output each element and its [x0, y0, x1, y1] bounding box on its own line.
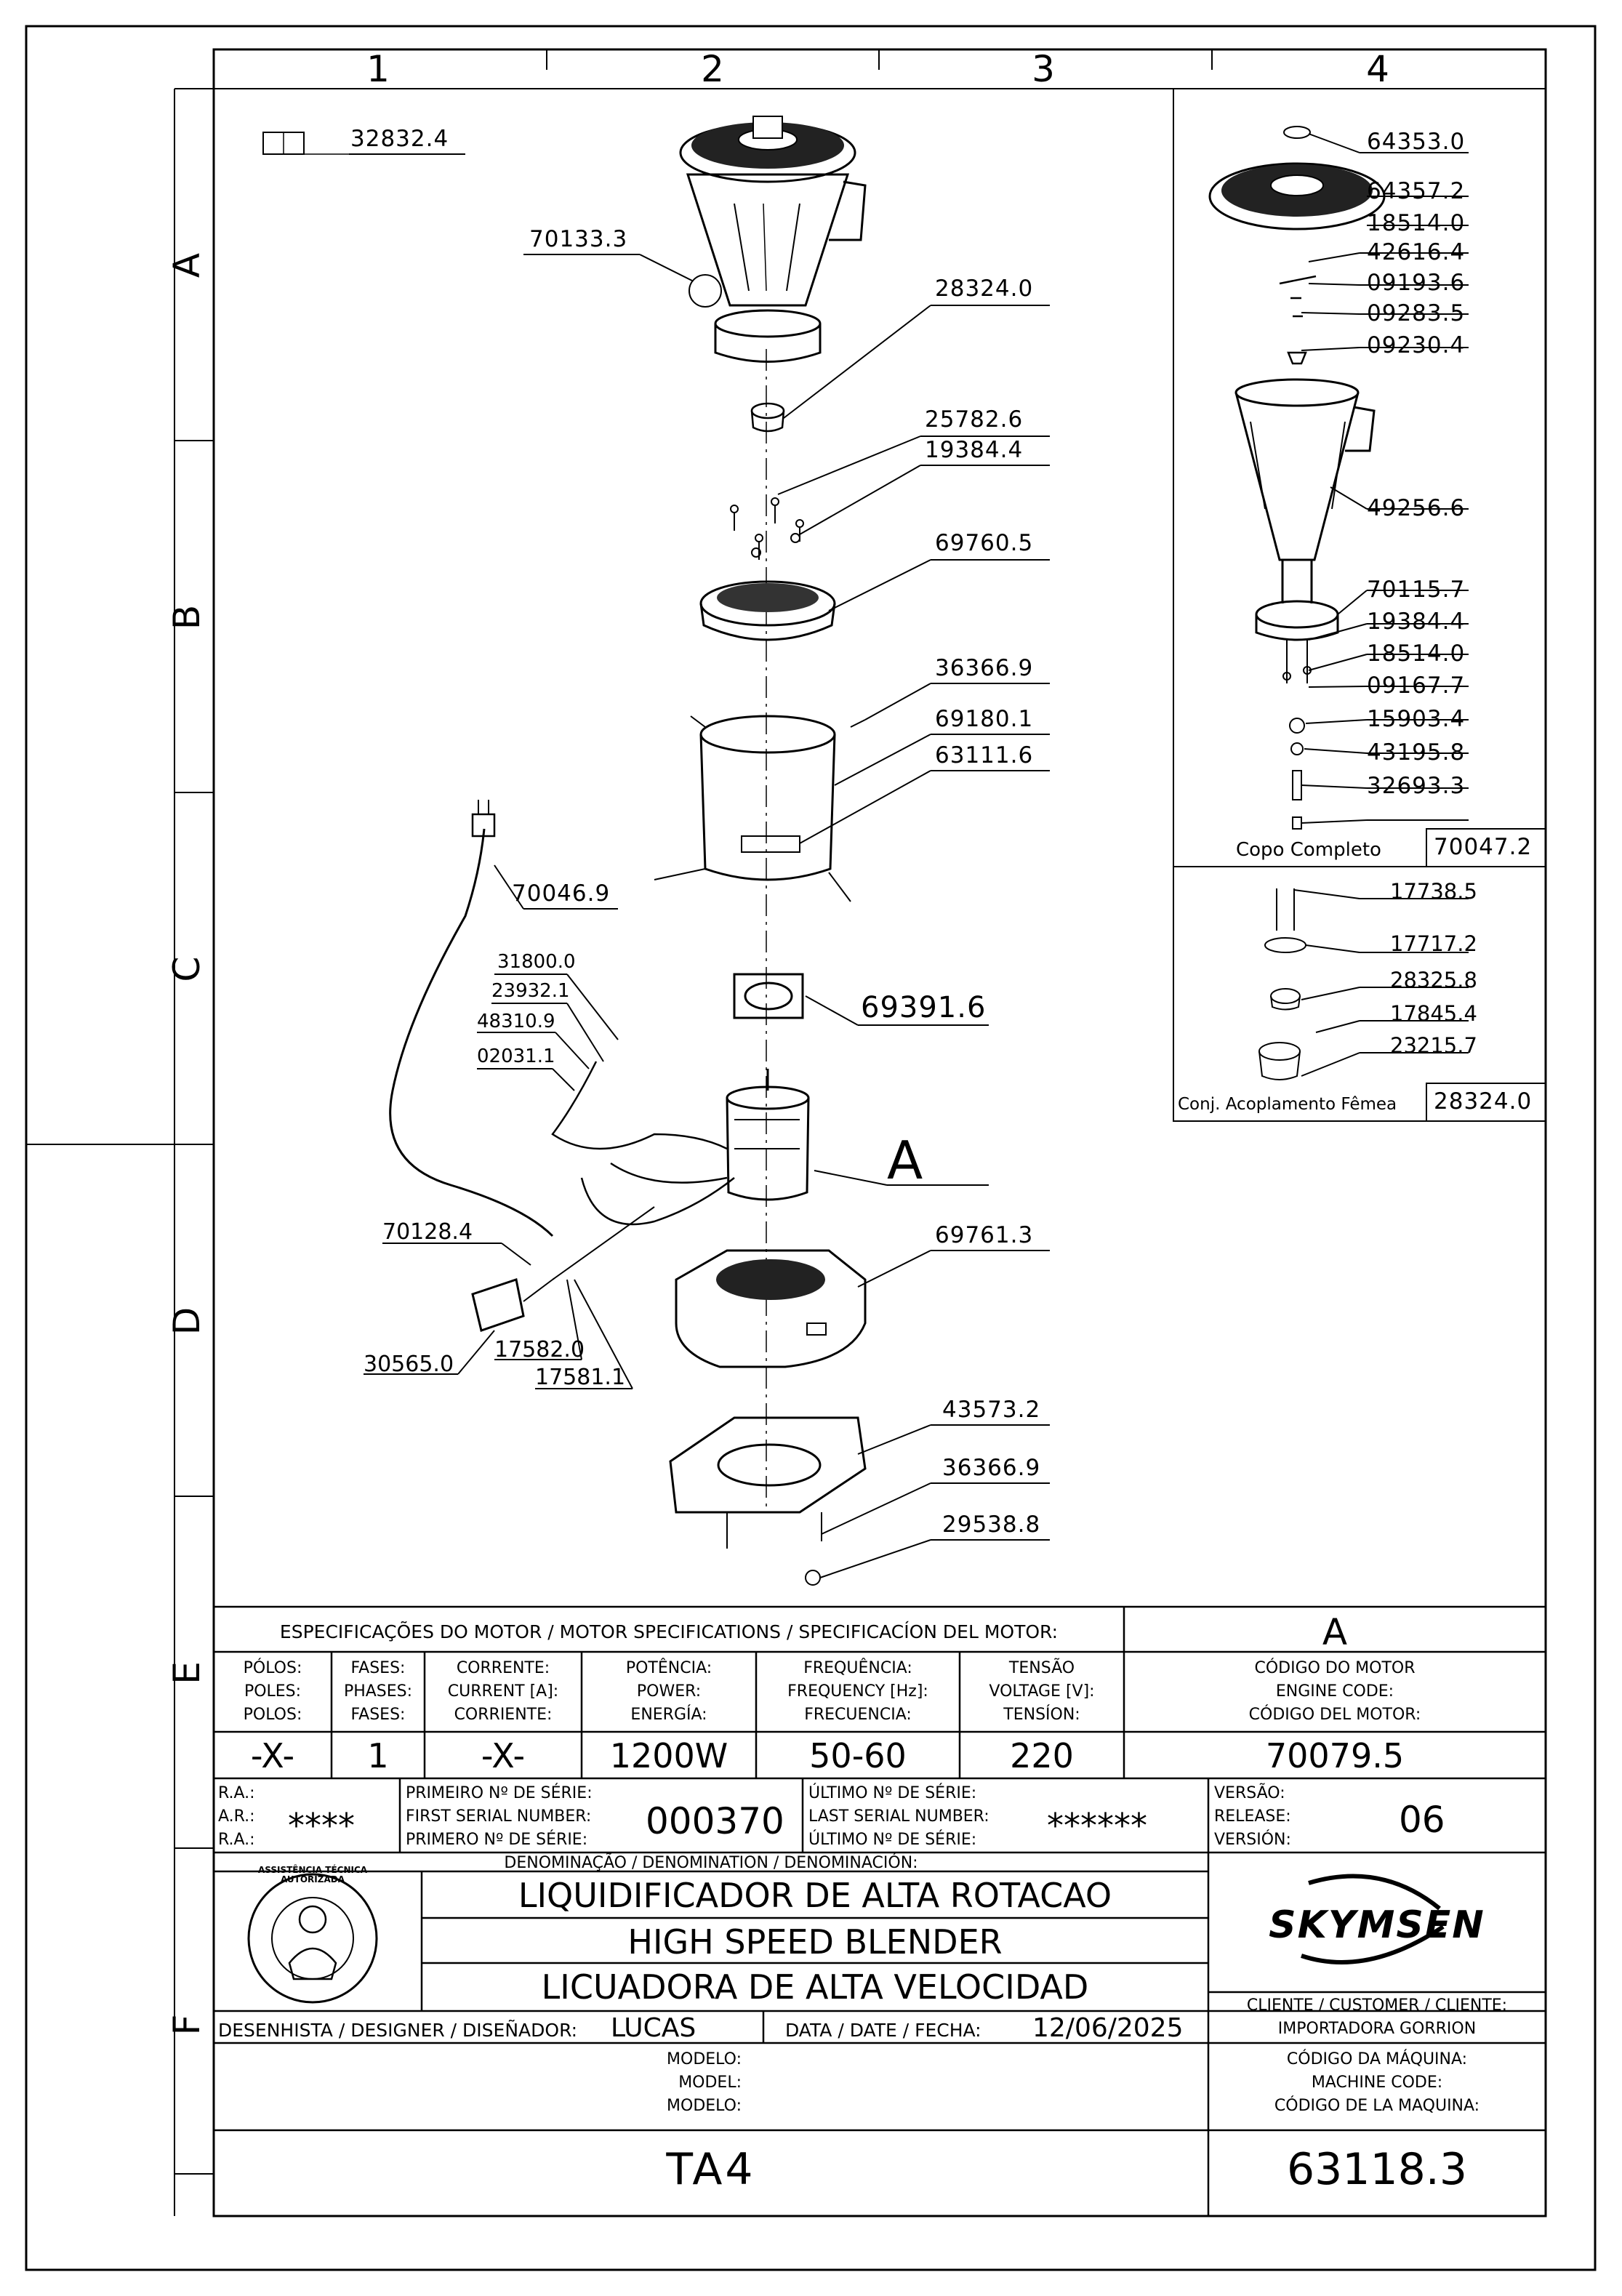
coupling-part-label: 17717.2 — [1390, 931, 1477, 956]
copo-part-label: 18514.0 — [1367, 210, 1466, 236]
col-label-3: 3 — [1032, 48, 1055, 90]
denomination-label: DENOMINAÇÃO / DENOMINATION / DENOMINACIÓ… — [504, 1854, 918, 1872]
product-name-es: LICUADORA DE ALTA VELOCIDAD — [541, 1967, 1089, 2007]
row-label-b: B — [166, 604, 208, 630]
model-value: TA4 — [666, 2144, 756, 2195]
part-label: 23932.1 — [491, 980, 570, 1002]
machine-code-value: 63118.3 — [1286, 2144, 1468, 2195]
coupling-code: 28324.0 — [1434, 1088, 1533, 1115]
row-label-e: E — [166, 1661, 208, 1685]
part-label: 28324.0 — [935, 276, 1034, 302]
copo-part-label: 19384.4 — [1367, 609, 1466, 635]
part-label: 69760.5 — [935, 530, 1034, 556]
designer-label: DESENHISTA / DESIGNER / DISEÑADOR: — [218, 2020, 578, 2041]
copo-part-label: 32693.3 — [1367, 773, 1466, 799]
copo-code: 70047.2 — [1434, 834, 1533, 860]
motor-spec-header: ESPECIFICAÇÕES DO MOTOR / MOTOR SPECIFIC… — [279, 1621, 1059, 1642]
part-label: 32832.4 — [350, 126, 449, 152]
copo-caption: Copo Completo — [1236, 839, 1381, 861]
part-label: 48310.9 — [477, 1011, 555, 1032]
motor-letter: A — [1322, 1611, 1348, 1653]
col-label-4: 4 — [1366, 48, 1389, 90]
product-name-pt: LIQUIDIFICADOR DE ALTA ROTACAO — [518, 1876, 1112, 1915]
part-label: 02031.1 — [477, 1045, 555, 1067]
spec-value-phases: 1 — [367, 1736, 389, 1775]
copo-part-label: 09193.6 — [1367, 270, 1466, 296]
row-label-a: A — [166, 252, 208, 278]
part-label: 17581.1 — [535, 1365, 626, 1390]
part-label: 25782.6 — [925, 406, 1024, 433]
coupling-part-label: 28325.8 — [1390, 968, 1477, 992]
seal-text: ASSISTÊNCIA TÉCNICA AUTORIZADA — [257, 1865, 368, 1885]
brand-swoosh — [1301, 1874, 1445, 1964]
coupling-part-label: 17738.5 — [1390, 879, 1477, 904]
spec-value-motor-code: 70079.5 — [1265, 1736, 1405, 1775]
col-label-2: 2 — [701, 48, 724, 90]
copo-part-label: 18514.0 — [1367, 641, 1466, 667]
part-label: 30565.0 — [364, 1352, 454, 1377]
part-label: 29538.8 — [942, 1512, 1041, 1538]
seal-badge — [247, 1873, 378, 2004]
spec-value-current: -X- — [481, 1736, 526, 1775]
spec-value-poles: -X- — [250, 1736, 295, 1775]
date-value: 12/06/2025 — [1032, 2013, 1184, 2043]
part-label: 69180.1 — [935, 706, 1034, 732]
brand-logo: SKYMSEN — [1269, 1903, 1485, 1947]
part-label: 63111.6 — [935, 742, 1034, 768]
part-label: 70133.3 — [529, 226, 628, 252]
client-value: IMPORTADORA GORRION — [1277, 2020, 1477, 2038]
part-label: 69391.6 — [861, 991, 987, 1024]
motor-callout-letter: A — [887, 1130, 924, 1191]
ra-value: **** — [288, 1806, 355, 1845]
spec-value-frequency: 50-60 — [809, 1736, 907, 1775]
part-label: 36366.9 — [942, 1455, 1041, 1481]
product-name-en: HIGH SPEED BLENDER — [627, 1922, 1003, 1962]
spec-value-power: 1200W — [609, 1736, 728, 1775]
copo-part-label: 70115.7 — [1367, 577, 1466, 603]
coupling-part-label: 23215.7 — [1390, 1033, 1477, 1058]
client-label: CLIENTE / CUSTOMER / CLIENTE: — [1246, 1996, 1508, 2015]
part-label: 69761.3 — [935, 1222, 1034, 1248]
row-label-f: F — [166, 2014, 208, 2036]
row-label-d: D — [166, 1306, 208, 1336]
copo-part-label: 09167.7 — [1367, 673, 1466, 699]
designer-value: LUCAS — [611, 2013, 696, 2043]
coupling-part-label: 17845.4 — [1390, 1001, 1477, 1026]
part-label: 43573.2 — [942, 1397, 1041, 1423]
part-label: 70046.9 — [512, 880, 611, 907]
first-serial-value: 000370 — [646, 1800, 784, 1842]
copo-part-label: 15903.4 — [1367, 706, 1466, 732]
part-label: 31800.0 — [497, 951, 576, 973]
copo-part-label: 64357.2 — [1367, 178, 1466, 204]
copo-part-label: 42616.4 — [1367, 239, 1466, 265]
date-label: DATA / DATE / FECHA: — [785, 2020, 981, 2041]
copo-part-label: 09230.4 — [1367, 332, 1466, 358]
coupling-caption: Conj. Acoplamento Fêmea — [1178, 1095, 1397, 1114]
spec-value-voltage: 220 — [1010, 1736, 1074, 1775]
copo-part-label: 49256.6 — [1367, 495, 1466, 521]
outer-border — [25, 25, 1597, 2271]
copo-part-label: 43195.8 — [1367, 739, 1466, 766]
col-label-1: 1 — [366, 48, 390, 90]
part-label: 36366.9 — [935, 655, 1034, 681]
copo-part-label: 09283.5 — [1367, 300, 1466, 326]
version-value: 06 — [1399, 1799, 1445, 1841]
last-serial-value: ****** — [1047, 1806, 1147, 1845]
copo-part-label: 64353.0 — [1367, 129, 1466, 155]
row-label-c: C — [166, 956, 208, 982]
part-label: 19384.4 — [925, 437, 1024, 463]
part-label: 17582.0 — [494, 1337, 585, 1362]
part-label: 70128.4 — [382, 1219, 473, 1245]
